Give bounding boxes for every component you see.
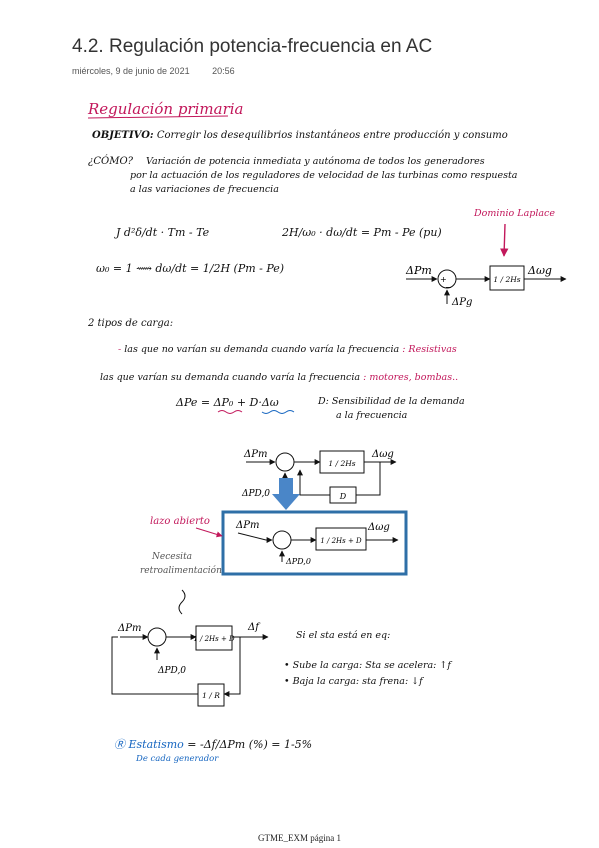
d4-transfer-block (195, 625, 233, 651)
d3-sum-junction (272, 530, 292, 550)
d4-output-label: Δf (247, 622, 261, 633)
heading-regulacion-primaria: Regulación primaria (88, 100, 244, 118)
estatismo-label: Estatismo (128, 738, 184, 751)
page-title: 4.2. Regulación potencia-frecuencia en A… (72, 36, 433, 57)
objetivo-line: OBJETIVO: Corregir los desequilibrios in… (92, 130, 508, 141)
d4-disturbance-label: ΔPD,0 (157, 666, 186, 676)
diagram-2-load-feedback: ΔPm ΔPD,0 1 / 2Hs Δωg D (241, 449, 397, 504)
d2-transfer-label: 1 / 2Hs (328, 459, 355, 468)
equation-swing-right: 2H/ω₀ · dω/dt = Pm - Pe (pu) (282, 226, 442, 239)
equation-swing-left: J d²δ/dt · Tm - Te (116, 226, 210, 239)
como-line-2: por la actuación de los reguladores de v… (130, 170, 518, 181)
tipo-carga-2-result: : motores, bombas.. (363, 372, 459, 383)
si-eq-label: Si el sta está en eq: (296, 630, 391, 641)
d4-input-label: ΔPm (117, 623, 141, 634)
d-definition-2: a la frecuencia (336, 410, 408, 421)
diagram-3-reduced: ΔPm ΔPD,0 1 / 2Hs + D Δωg (235, 520, 399, 566)
necesita-line-2: retroalimentación (140, 566, 222, 576)
page-footer: GTME_EXM página 1 (258, 833, 341, 843)
d3-transfer-label: 1 / 2Hs + D (320, 537, 362, 545)
lazo-abierto-label: lazo abierto (150, 516, 210, 527)
d3-input-label: ΔPm (235, 520, 259, 531)
bullet-baja-text: Baja la carga: sta frena: ↓f (292, 676, 423, 687)
equation-omega: ω₀ = 1 ⟿ dω/dt = 1/2H (Pm - Pe) (96, 262, 285, 275)
reduction-arrow (272, 478, 300, 510)
d1-input-label: ΔPm (405, 264, 432, 277)
diagram-1-open-loop: ΔPm + − ΔPg 1 / 2Hs Δωg (405, 264, 567, 308)
d4-transfer-label: 1 / 2Hs + D (193, 635, 235, 643)
diagram-4-closed-loop: ΔPm ΔPD,0 1 / 2Hs + D Δf 1 / R (111, 622, 269, 707)
d2-d-label: D (339, 492, 347, 501)
bullet-sube: • Sube la carga: Sta se acelera: ↑f (284, 660, 451, 671)
heading-underline (87, 115, 229, 119)
d-definition-1: D: Sensibilidad de la demanda (318, 396, 465, 407)
objetivo-text: Corregir los desequilibrios instantáneos… (156, 130, 508, 141)
d3-transfer-block (315, 527, 367, 551)
eq3-underline-blue (261, 410, 295, 414)
d3-highlight-frame (221, 510, 408, 576)
como-label: ¿CÓMO? (88, 156, 134, 167)
equation-load: ΔPe = ΔP₀ + D·Δω (176, 396, 279, 409)
d3-disturbance-label: ΔPD,0 (285, 557, 311, 566)
d1-fb-label: ΔPg (451, 297, 472, 308)
tipo-carga-1-text: las que no varían su demanda cuando varí… (124, 344, 400, 355)
tipo-carga-2-text: las que varían su demanda cuando varía l… (100, 372, 361, 383)
page-date: miércoles, 9 de junio de 2021 (72, 66, 190, 76)
tipos-carga-heading: 2 tipos de carga: (88, 318, 174, 329)
d2-disturbance-label: ΔPD,0 (241, 489, 270, 499)
lazo-abierto-arrow (195, 527, 223, 538)
d3-output-label: Δωg (367, 522, 390, 533)
estatismo-line: Ⓡ Estatismo = -Δf/ΔPm (%) = 1-5% (114, 736, 312, 752)
d4-sum-junction (147, 627, 167, 647)
estatismo-r-symbol: Ⓡ (114, 738, 125, 751)
tipo-carga-2: las que varían su demanda cuando varía l… (100, 372, 458, 383)
d2-sum-junction (275, 452, 295, 472)
d1-output-label: Δωg (527, 264, 552, 277)
como-line-1: Variación de potencia inmediata y autóno… (146, 156, 485, 167)
estatismo-formula: = -Δf/ΔPm (%) = 1-5% (187, 738, 313, 751)
bullet-sube-text: Sube la carga: Sta se acelera: ↑f (292, 660, 451, 671)
laplace-arrow (500, 223, 509, 257)
d1-minus-sign: − (445, 283, 452, 292)
d2-output-label: Δωg (371, 449, 394, 460)
d4-droop-block (197, 683, 225, 707)
d1-plus-sign: + (440, 275, 447, 284)
curly-connector (178, 589, 186, 615)
objetivo-label: OBJETIVO: (92, 130, 154, 141)
eq3-underline-red (217, 410, 243, 414)
d4-droop-label: 1 / R (202, 691, 220, 700)
bullet-dash: - (118, 344, 122, 355)
estatismo-sub: De cada generador (136, 754, 219, 764)
page-time: 20:56 (212, 66, 235, 76)
tipo-carga-1-result: : Resistivas (402, 344, 457, 355)
tipo-carga-1: - las que no varían su demanda cuando va… (118, 344, 457, 355)
d1-transfer-label: 1 / 2Hs (493, 275, 520, 284)
page-meta: miércoles, 9 de junio de 2021 20:56 (72, 66, 235, 76)
dominio-laplace-label: Dominio Laplace (474, 208, 555, 219)
d1-transfer-block (489, 265, 525, 291)
bullet-baja: • Baja la carga: sta frena: ↓f (284, 676, 423, 687)
como-line-3: a las variaciones de frecuencia (130, 184, 279, 195)
d2-input-label: ΔPm (243, 449, 267, 460)
necesita-line-1: Necesita (152, 552, 193, 562)
